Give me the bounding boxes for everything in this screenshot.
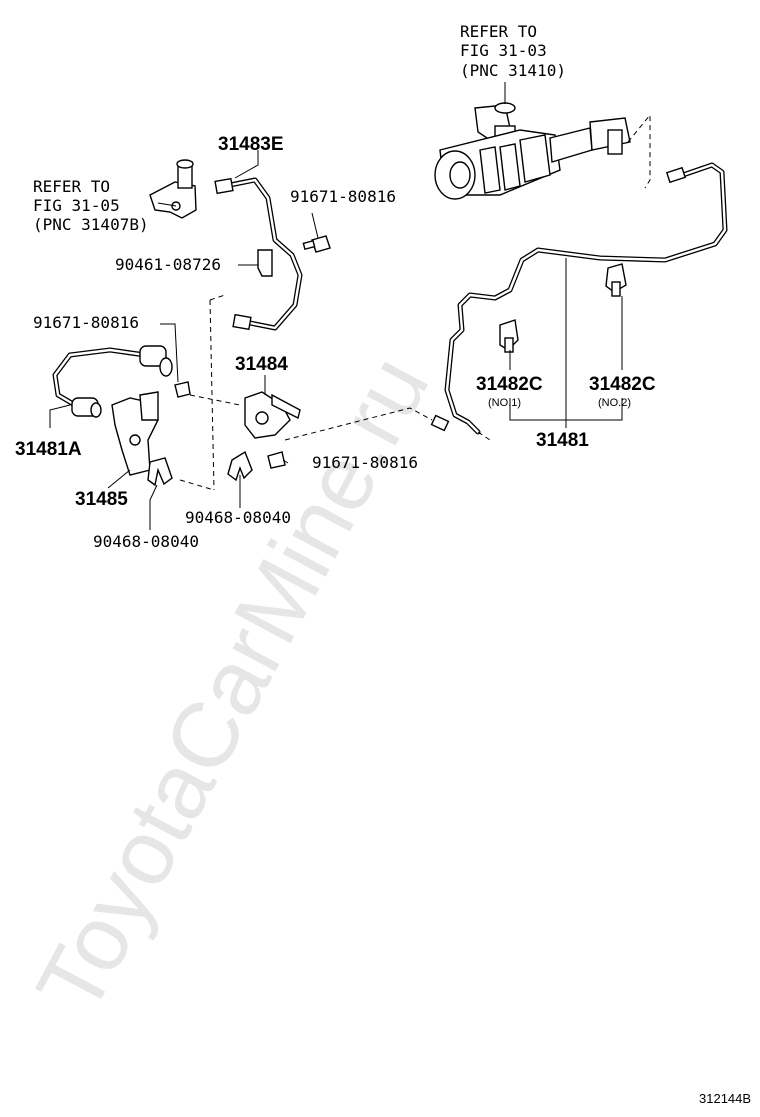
figure-id: 312144B	[699, 1091, 751, 1106]
label-31481: 31481	[536, 430, 589, 451]
label-90461: 90461-08726	[115, 255, 221, 274]
label-31482c-no1: 31482C	[476, 374, 543, 395]
label-31483e: 31483E	[218, 134, 284, 155]
bolt-91671-left	[174, 381, 191, 398]
leader-lines	[49, 82, 623, 530]
label-90468-left: 90468-08040	[93, 532, 199, 551]
label-31481a: 31481A	[15, 439, 82, 460]
label-31482c-no2: 31482C	[589, 374, 656, 395]
clamp-31482c-no2	[605, 263, 627, 297]
refer-top-line2: FIG 31-03	[460, 41, 547, 60]
reference-note-top: REFER TO FIG 31-03 (PNC 31410)	[460, 22, 566, 80]
refer-left-line3: (PNC 31407B)	[33, 215, 149, 234]
flexible-hose-31481a	[52, 345, 173, 418]
dashed-reference-line-top	[627, 113, 651, 189]
clutch-line-31483e	[214, 177, 303, 331]
dashed-link-1	[189, 394, 241, 406]
clutch-master-cylinder	[434, 102, 631, 200]
watermark: ToyotaCarMine.ru	[18, 340, 449, 1029]
label-no2: (NO.2)	[598, 397, 631, 409]
clip-90468-center	[227, 450, 253, 482]
label-31484: 31484	[235, 354, 288, 375]
bolt-91671-top	[302, 235, 331, 253]
dashed-link-2	[284, 407, 433, 441]
release-cylinder	[149, 159, 197, 219]
dashed-link-3	[179, 479, 215, 491]
clamp-31482c-no1	[499, 319, 519, 353]
bracket-31484	[244, 391, 301, 439]
clutch-line-31481	[430, 162, 728, 435]
label-90468-center: 90468-08040	[185, 508, 291, 527]
pipe-end-dash	[477, 431, 491, 441]
dashed-frame-top	[209, 294, 226, 301]
label-91671-left: 91671-80816	[33, 313, 139, 332]
refer-left-line2: FIG 31-05	[33, 196, 120, 215]
dashed-frame	[209, 299, 215, 491]
label-91671-center: 91671-80816	[312, 453, 418, 472]
refer-left-line1: REFER TO	[33, 177, 110, 196]
bracket-31485	[111, 391, 159, 476]
label-91671-top: 91671-80816	[290, 187, 396, 206]
refer-top-line1: REFER TO	[460, 22, 537, 41]
refer-top-line3: (PNC 31410)	[460, 61, 566, 80]
label-31485: 31485	[75, 489, 128, 510]
clip-90468-left	[147, 457, 173, 487]
reference-note-left: REFER TO FIG 31-05 (PNC 31407B)	[33, 177, 149, 234]
label-no1: (NO.1)	[488, 397, 521, 409]
bolt-91671-center	[267, 451, 286, 469]
